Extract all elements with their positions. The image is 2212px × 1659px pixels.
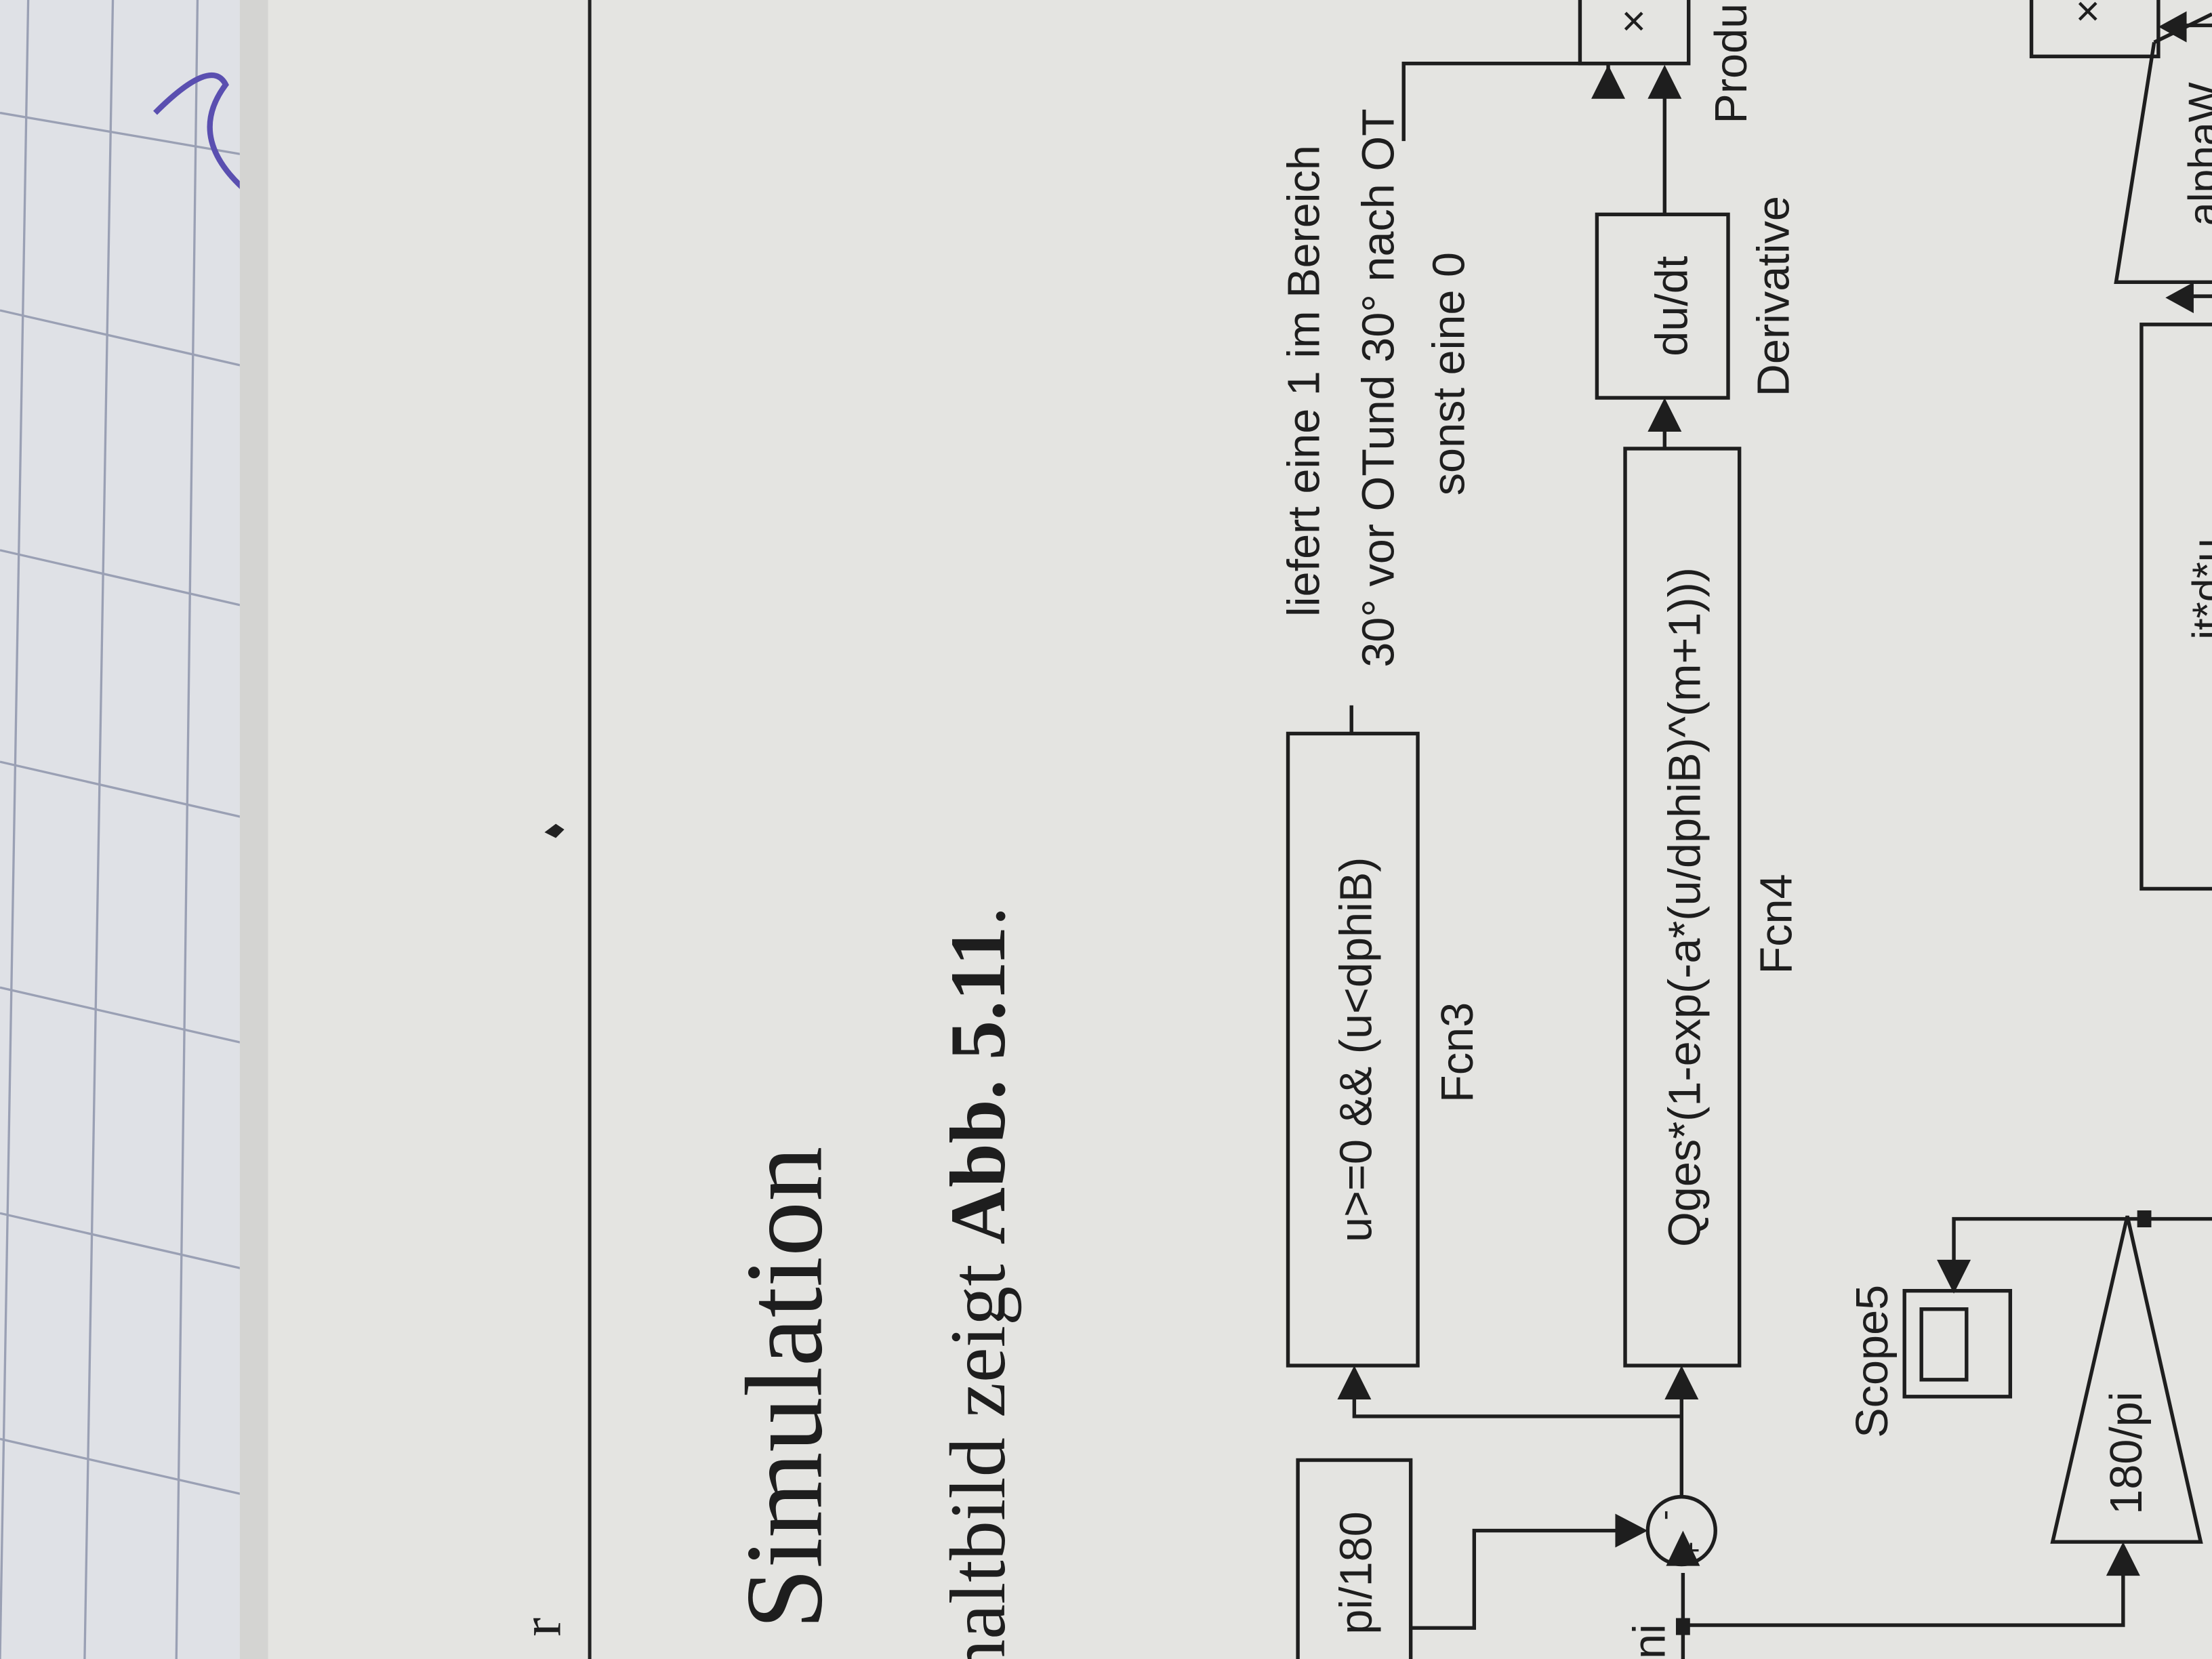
fcn4-label: Fcn4 [1752,874,1802,974]
arrow-icon [1647,64,1682,99]
figure-reference: Abb. 5.11 [935,926,1022,1245]
scope5-label: Scope5 [1847,1285,1898,1438]
annotation-line-1: liefert eine 1 im Bereich [1279,145,1329,617]
derivative-label: Derivative [1749,196,1799,396]
arrow-icon [1591,64,1626,99]
body-text: naltbild zeigt Abb. 5.11. [935,906,1022,1659]
scope5-block[interactable] [1902,1288,2013,1399]
gain-180pi-block[interactable] [2050,1215,2203,1544]
section-title: Simulation [724,1147,846,1630]
arrow-icon [2158,11,2187,43]
product2-block[interactable] [2029,0,2160,58]
arrow-icon [1615,1513,1648,1548]
arrow-icon [1664,1366,1699,1399]
arrow-icon [2165,282,2194,314]
branch-point [1675,1618,1690,1635]
body-text-end: . [935,906,1022,926]
product2-symbol: × [2064,0,2112,24]
arrow-icon [2106,1542,2140,1576]
product-label: Produ [1706,3,1757,124]
arrow-icon [1337,1366,1372,1399]
header-fragment: r [510,1618,573,1637]
signal-wires [1349,23,2212,1659]
sum-minus-sign: - [1647,1510,1681,1520]
const-pi180-block[interactable] [1296,1458,1413,1659]
alphaW-label: alphaW [2179,82,2212,226]
const-pi180-label: pi/180 [1331,1511,1381,1635]
gain-180pi-label: 180/pi [2102,1391,2152,1515]
graph-paper-grid [0,0,247,1659]
fcn3-expression: u>=0 && (u<dphiB) [1331,857,1381,1242]
page-shadow [239,0,268,1659]
derivative-expression: du/dt [1647,255,1698,356]
branch-point [2137,1210,2152,1228]
printed-page [239,0,2212,1659]
arrow-icon [1647,398,1682,432]
product-symbol: × [1610,9,1657,33]
partial-block-text: ...it*d*u [2184,538,2212,674]
scope5-screen-icon [1919,1307,1969,1382]
fcn4-block[interactable] [1623,447,1742,1368]
fcn4-expression: Qges*(1-exp(-a*(u/dphiB)^(m+1))) [1660,567,1710,1247]
derivative-block[interactable] [1595,212,1730,400]
input-fragment-label: ni [1624,1624,1675,1659]
body-text-start: naltbild zeigt [935,1244,1022,1659]
arrow-icon [1937,1259,1971,1294]
annotation-line-2: 30° vor OTund 30° nach OT [1354,108,1404,668]
arrow-icon [1666,1530,1700,1566]
pen-mark [153,72,256,200]
product-block[interactable] [1578,0,1691,66]
insect-speck [544,823,565,838]
graph-paper [0,0,247,1659]
partial-block[interactable] [2139,323,2212,891]
arrowheads [1337,11,2194,1576]
annotation-line-3: sonst eine 0 [1425,252,1475,495]
fcn3-label: Fcn3 [1433,1002,1483,1103]
